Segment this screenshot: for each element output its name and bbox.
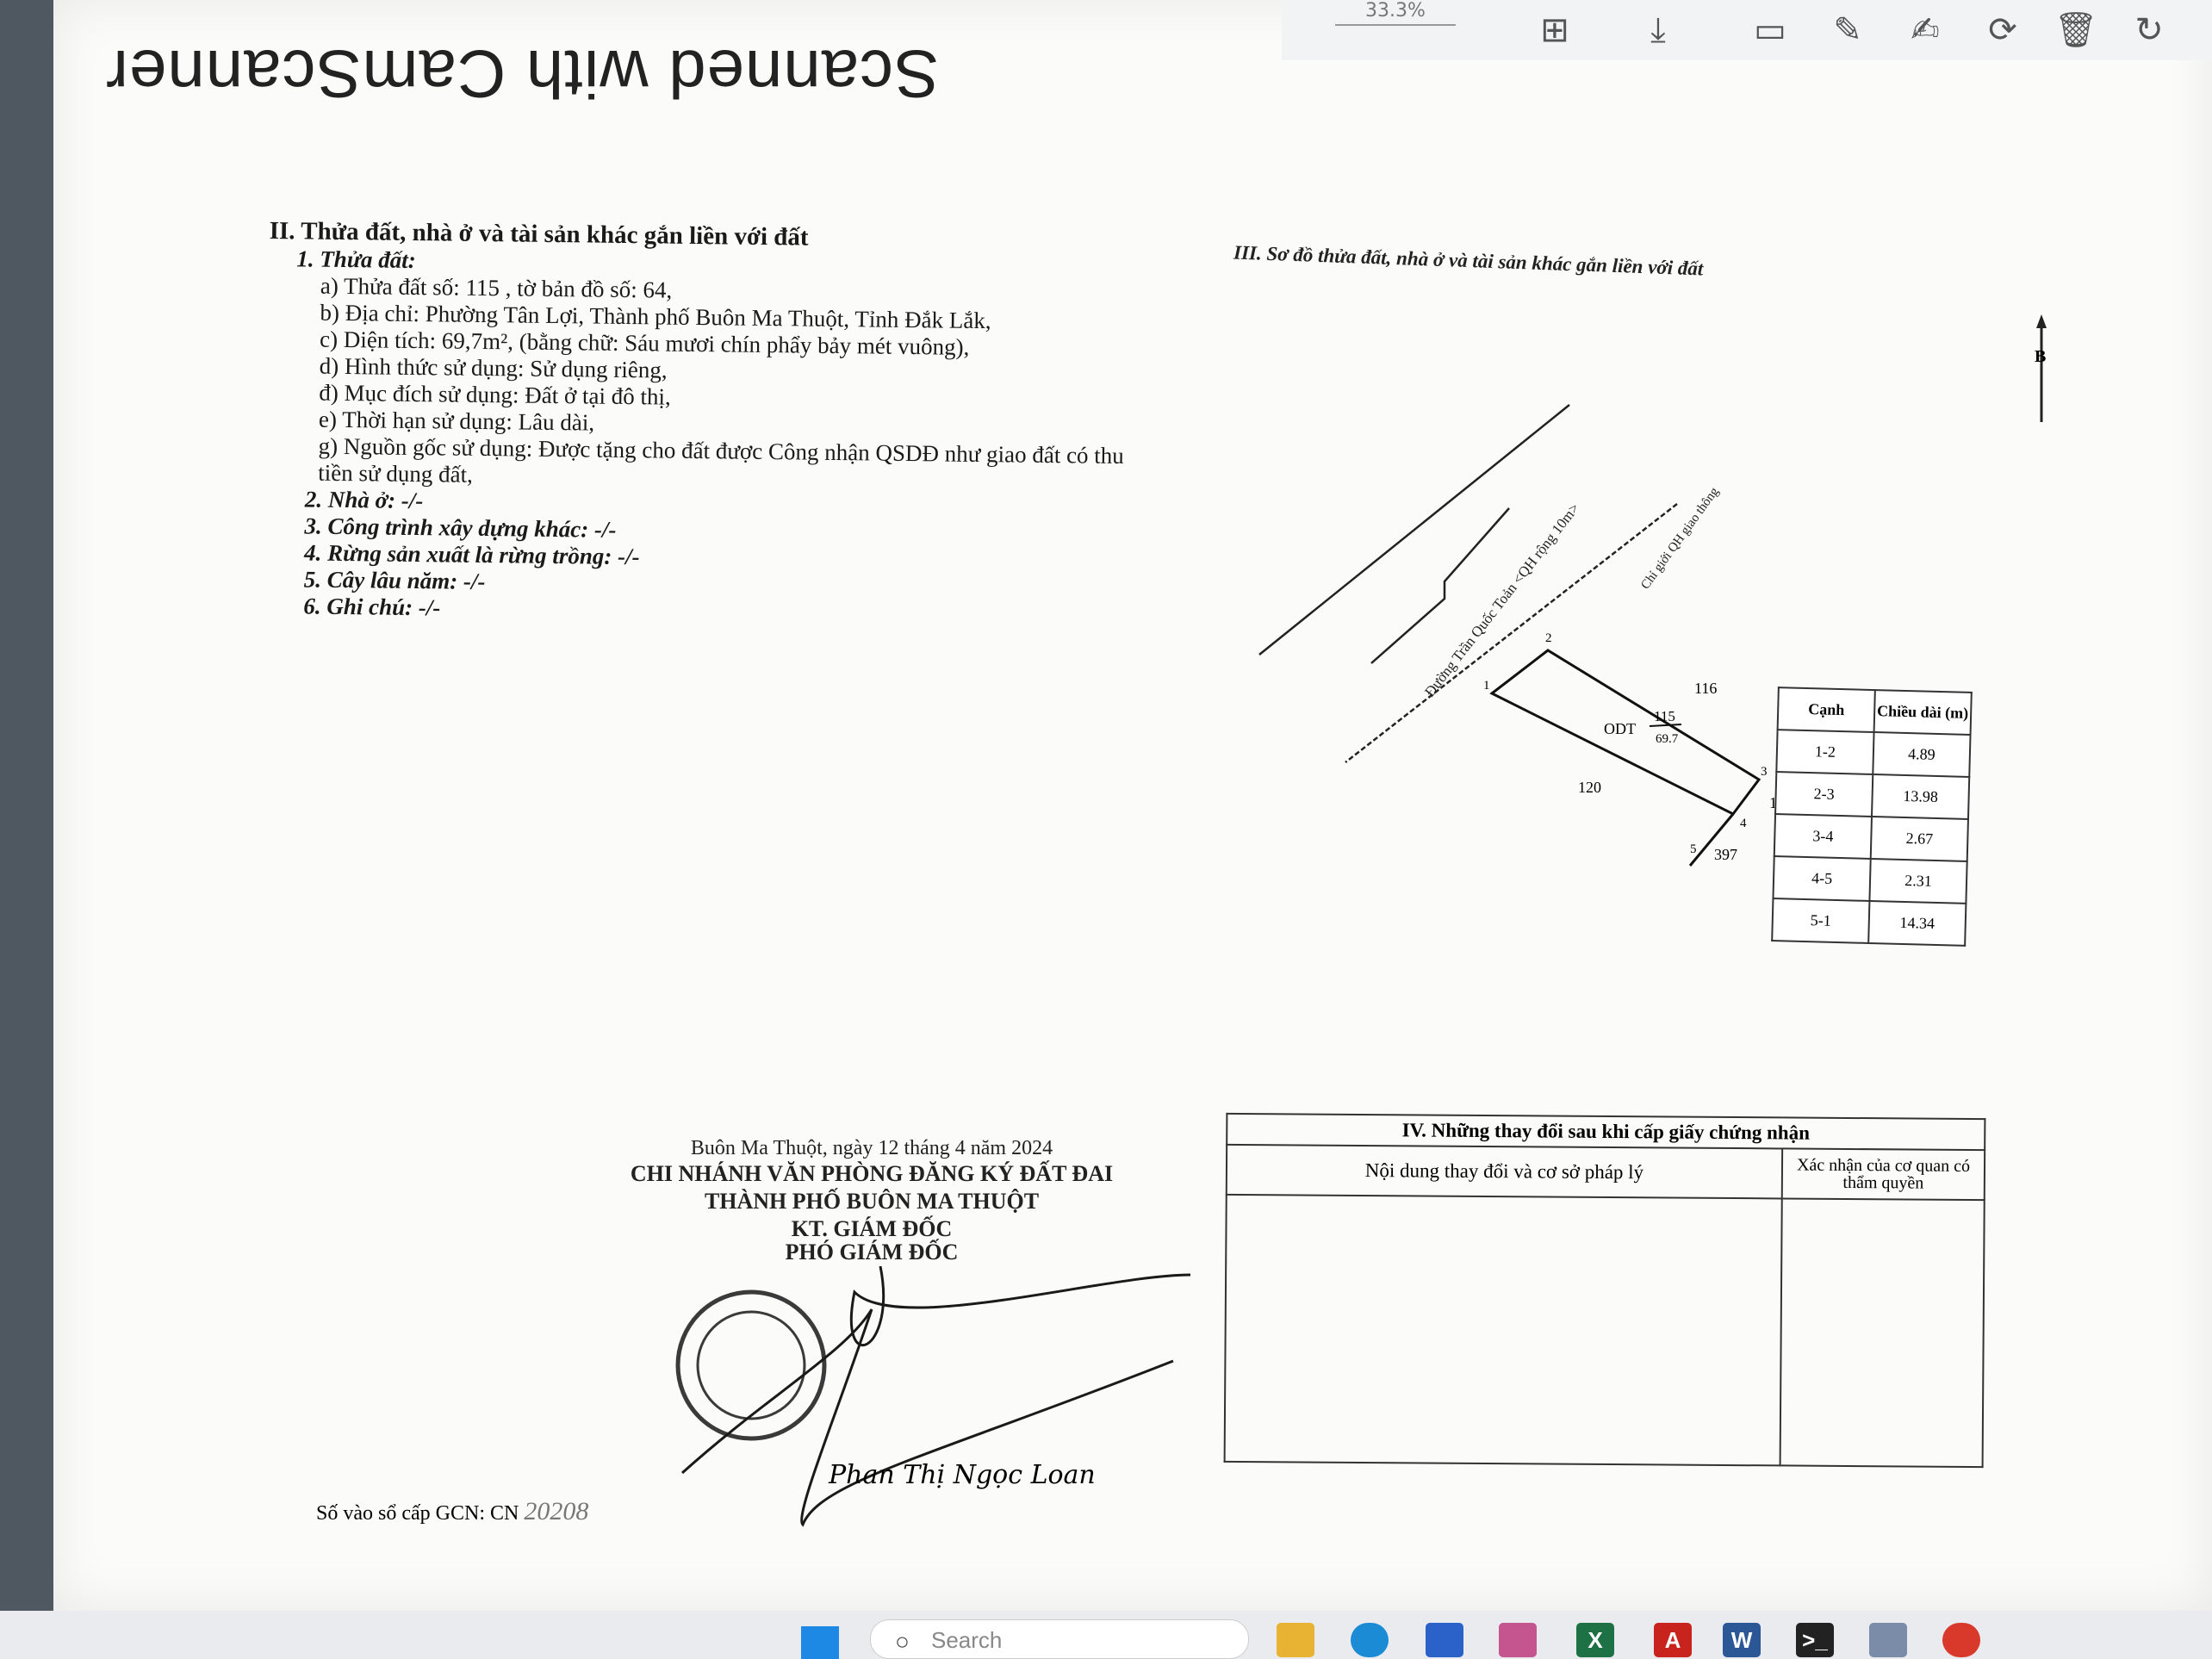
changes-col-content: Nội dung thay đổi và cơ sở pháp lý (1226, 1144, 1783, 1199)
download-icon[interactable]: ⤓ (1650, 10, 1666, 50)
excel-icon[interactable]: X (1576, 1623, 1614, 1657)
terminal-icon[interactable]: >_ (1796, 1623, 1834, 1657)
edge-icon[interactable] (1351, 1623, 1389, 1657)
svg-text:B: B (2035, 347, 2046, 366)
road-inner-edge (1370, 507, 1510, 664)
length-table-header: Chiều dài (m) (1873, 690, 1972, 735)
windows-taskbar: ○ Search X A W >_ (0, 1611, 2212, 1659)
parcel-outline (1489, 649, 1762, 816)
parcel-number: 115 (1654, 708, 1675, 724)
fit-page-icon[interactable]: ⊞ (1540, 10, 1569, 50)
changes-table-title: IV. Những thay đổi sau khi cấp giấy chứn… (1227, 1113, 1985, 1151)
edge-cell: 3-4 (1774, 814, 1872, 859)
vertex-label: 2 (1545, 631, 1552, 645)
section-land-info: II. Thửa đất, nhà ở và tài sản khác gắn … (264, 217, 1127, 630)
road-edge (1258, 404, 1570, 656)
signer-title: PHÓ GIÁM ĐỐC (785, 1240, 959, 1264)
signer-role: KT. GIÁM ĐỐC (791, 1216, 953, 1241)
chrome-icon[interactable] (1942, 1623, 1980, 1657)
camscanner-watermark: Scanned with CamScanner (105, 36, 940, 112)
issuing-city: THÀNH PHỐ BUÔN MA THUỘT (704, 1189, 1040, 1214)
word-icon[interactable]: W (1723, 1623, 1761, 1657)
signer-name: Phan Thị Ngọc Loan (829, 1460, 1096, 1490)
refresh-icon[interactable]: ↻ (2134, 10, 2164, 50)
neighbor-label: 116 (1694, 680, 1717, 697)
edge-cell: 2-3 (1775, 772, 1873, 817)
rotate-page-icon[interactable]: ⟳ (1988, 10, 2017, 50)
length-cell: 2.67 (1870, 817, 1968, 861)
official-stamp-and-signature (675, 1265, 1191, 1527)
comment-icon[interactable]: ▭ (1754, 10, 1786, 50)
search-placeholder: Search (931, 1627, 1003, 1653)
network-icon[interactable] (1869, 1623, 1907, 1657)
edge-cell: 4-5 (1773, 856, 1871, 901)
file-explorer-icon[interactable] (1277, 1623, 1314, 1657)
sign-icon[interactable]: ✍ (1911, 10, 1940, 50)
viewer-left-gutter (0, 0, 53, 1619)
length-table-header: Cạnh (1777, 687, 1875, 733)
length-cell: 4.89 (1873, 732, 1971, 777)
zoom-level[interactable]: 33.3% (1335, 0, 1456, 26)
taskbar-search-input[interactable]: ○ Search (870, 1619, 1249, 1659)
edge-cell: 1-2 (1776, 730, 1874, 775)
parcel-code: ODT (1604, 720, 1636, 737)
length-cell: 2.31 (1869, 858, 1967, 904)
slack-icon[interactable] (1499, 1623, 1537, 1657)
boundary-line (1345, 503, 1678, 763)
changes-col-confirmation: Xác nhận của cơ quan có thẩm quyền (1781, 1148, 1985, 1201)
store-icon[interactable] (1426, 1623, 1463, 1657)
north-arrow-icon: B (2035, 314, 2047, 422)
length-cell: 13.98 (1872, 774, 1970, 819)
issue-date: Buôn Ma Thuột, ngày 12 tháng 4 năm 2024 (690, 1137, 1053, 1159)
parcel-diagram: Đường Trần Quốc Toản <QH rộng 10m> Chỉ g… (1258, 404, 1793, 867)
delete-icon[interactable]: 🗑 (2054, 10, 2098, 50)
changes-confirm-cell (1780, 1198, 1985, 1468)
neighbor-label: 120 (1578, 779, 1601, 796)
viewer-toolbar: 33.3% ⊞ ⤓ ▭ ✎ ✍ ⟳ 🗑 ↻ (1282, 0, 2212, 60)
boundary-label: Chỉ giới QH giao thông (1638, 485, 1722, 593)
registration-label: Số vào sổ cấp GCN: CN (316, 1502, 519, 1525)
parcel-area: 69.7 (1656, 732, 1679, 746)
neighbor-label: 397 (1714, 846, 1737, 863)
section3-title: III. Sơ đồ thửa đất, nhà ở và tài sản kh… (1233, 241, 1704, 280)
road-label: Đường Trần Quốc Toản <QH rộng 10m> (1421, 500, 1582, 699)
changes-table: IV. Những thay đổi sau khi cấp giấy chứn… (1223, 1112, 1986, 1469)
changes-content-cell (1224, 1194, 1782, 1466)
registration-value: 20208 (524, 1497, 589, 1525)
start-menu-icon[interactable] (801, 1626, 839, 1659)
acrobat-icon[interactable]: A (1654, 1623, 1692, 1657)
parcel-edge (1688, 813, 1735, 867)
vertex-label: 3 (1761, 765, 1768, 779)
document-page: Scanned with CamScanner II. Thửa đất, nh… (53, 0, 2212, 1611)
length-cell: 14.34 (1868, 900, 1967, 946)
search-icon: ○ (895, 1628, 910, 1655)
issuing-office: CHI NHÁNH VĂN PHÒNG ĐĂNG KÝ ĐẤT ĐAI (630, 1161, 1114, 1186)
vertex-label: 4 (1740, 817, 1747, 830)
signature-block: Buôn Ma Thuột, ngày 12 tháng 4 năm 2024 … (605, 1137, 1139, 1264)
edge-cell: 5-1 (1772, 898, 1870, 943)
highlight-pen-icon[interactable]: ✎ (1833, 10, 1862, 50)
registration-number: Số vào sổ cấp GCN: CN 20208 (316, 1497, 588, 1526)
vertex-label: 1 (1483, 679, 1490, 693)
vertex-label: 5 (1690, 842, 1697, 856)
